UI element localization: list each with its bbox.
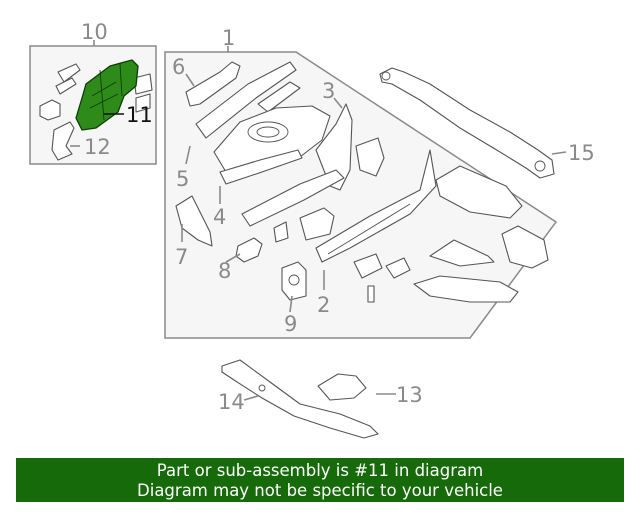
callout-3: 3 (322, 79, 335, 103)
parts-diagram: 10 1 6 3 11 12 15 5 4 7 8 2 9 13 14 (29, 20, 595, 439)
external-parts (221, 67, 555, 439)
callout-15: 15 (568, 141, 595, 165)
banner-line-2: Diagram may not be specific to your vehi… (137, 481, 503, 500)
banner-line-1: Part or sub-assembly is #11 in diagram (156, 461, 484, 480)
callout-8: 8 (218, 259, 231, 283)
callout-7: 7 (175, 245, 188, 269)
leader-lines (70, 40, 567, 401)
callout-5: 5 (176, 167, 189, 191)
callout-1: 1 (222, 26, 235, 50)
callout-10: 10 (81, 20, 108, 44)
callout-14: 14 (218, 390, 245, 414)
callout-12: 12 (84, 135, 111, 159)
info-banner: Part or sub-assembly is #11 in diagram D… (16, 458, 624, 502)
callout-13: 13 (396, 383, 423, 407)
callout-4: 4 (213, 205, 226, 229)
callout-2: 2 (317, 293, 330, 317)
part-11-highlight (75, 59, 139, 131)
callout-9: 9 (284, 312, 297, 336)
main-assembly-parts (175, 61, 549, 303)
inset-parts (39, 63, 153, 161)
callout-6: 6 (172, 55, 185, 79)
callout-11: 11 (126, 103, 153, 127)
